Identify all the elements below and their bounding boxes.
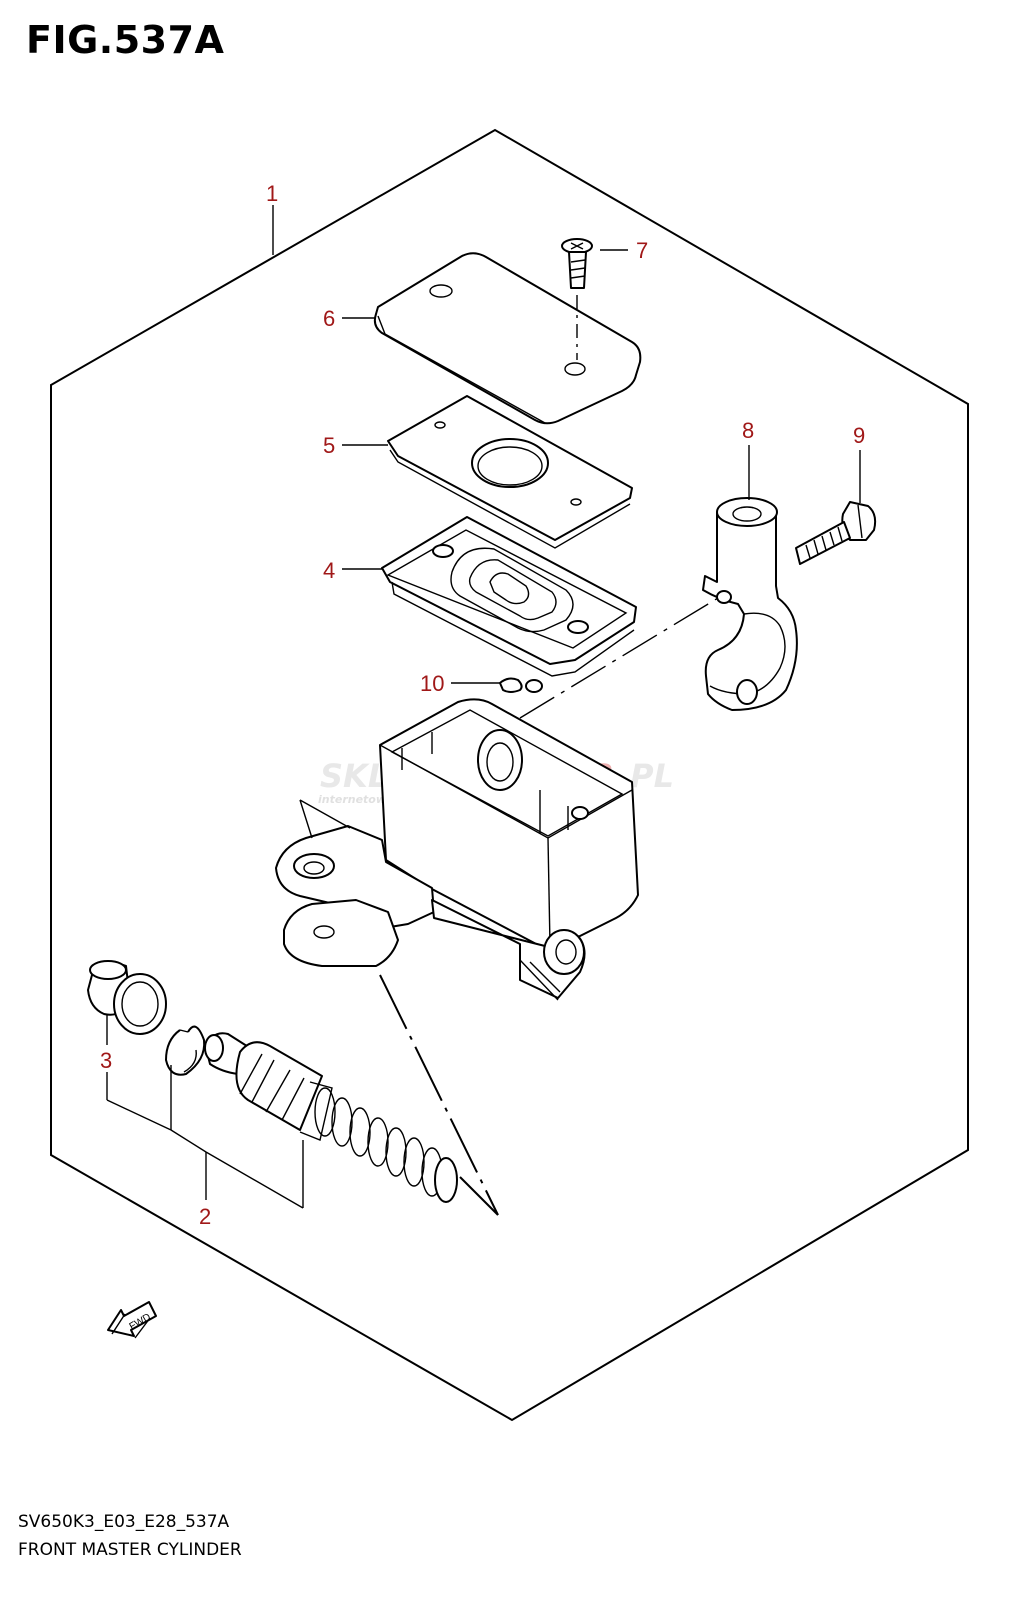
holder-bolt bbox=[795, 501, 877, 565]
diaphragm-plate bbox=[387, 395, 633, 549]
figure-title: FIG.537A bbox=[26, 18, 225, 62]
footer-diagram-name: FRONT MASTER CYLINDER bbox=[18, 1540, 242, 1560]
bracket-lines bbox=[106, 1014, 304, 1209]
cap-screw bbox=[561, 238, 593, 360]
fwd-arrow-icon: FWD bbox=[107, 1301, 157, 1339]
callout-7: 7 bbox=[636, 238, 648, 263]
callout-9: 9 bbox=[853, 423, 865, 448]
guide-line-holder bbox=[519, 597, 719, 719]
assembly-outline bbox=[50, 128, 969, 1422]
callout-2: 2 bbox=[199, 1204, 211, 1229]
leader-lines bbox=[272, 205, 861, 684]
guide-line-kit-1 bbox=[379, 974, 499, 1216]
handlebar-holder bbox=[702, 497, 798, 711]
master-cylinder-body bbox=[275, 698, 639, 1001]
callout-10: 10 bbox=[420, 671, 444, 696]
reservoir-cap bbox=[373, 252, 642, 425]
callout-8: 8 bbox=[742, 418, 754, 443]
callout-3: 3 bbox=[100, 1048, 112, 1073]
circlip bbox=[165, 1025, 206, 1076]
callout-5: 5 bbox=[323, 433, 335, 458]
diaphragm bbox=[381, 516, 637, 677]
callout-1: 1 bbox=[266, 181, 278, 206]
callout-6: 6 bbox=[323, 306, 335, 331]
callout-4: 4 bbox=[323, 558, 335, 583]
piston-spring bbox=[204, 1032, 458, 1203]
circlip-small bbox=[499, 677, 543, 693]
dust-boot bbox=[87, 960, 167, 1035]
guide-line-kit-2 bbox=[459, 1176, 499, 1216]
footer-diagram-code: SV650K3_E03_E28_537A bbox=[18, 1512, 230, 1532]
